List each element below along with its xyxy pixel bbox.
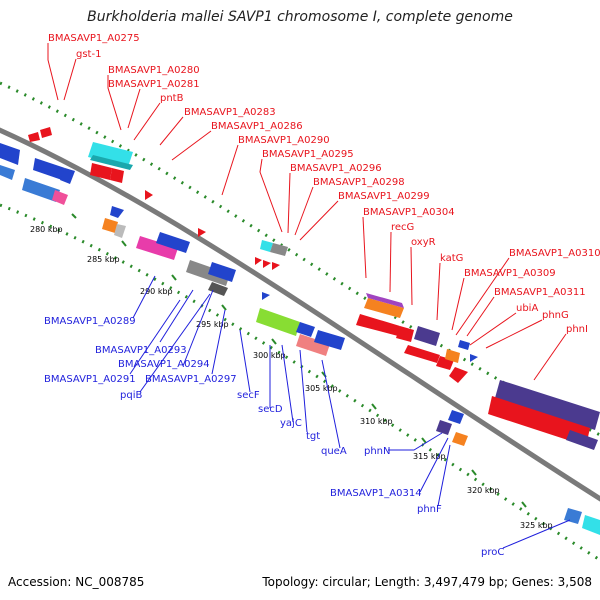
tick-marks (71, 213, 527, 508)
gene-label: BMASAVP1_A0283 (184, 107, 276, 118)
gene-label: pqiB (120, 390, 142, 401)
gene-label: secF (237, 390, 260, 401)
tick-label: 285 kbp (87, 255, 120, 264)
tick-label: 280 kbp (30, 225, 63, 234)
gene-label: pntB (160, 93, 184, 104)
gene-label: phnN (364, 446, 391, 457)
gene-label: tgt (306, 431, 320, 442)
tick-label: 315 kbp (413, 452, 446, 461)
tick-label: 300 kbp (253, 351, 286, 360)
summary-text: Topology: circular; Length: 3,497,479 bp… (262, 575, 592, 589)
gene-label: BMASAVP1_A0280 (108, 65, 200, 76)
tick-label: 305 kbp (305, 384, 338, 393)
gene-label: phnF (417, 504, 442, 515)
tick-label: 320 kbp (467, 486, 500, 495)
gene-label: BMASAVP1_A0286 (211, 121, 303, 132)
forward-leaders (47, 43, 567, 381)
gene-label: BMASAVP1_A0291 (44, 374, 136, 385)
gene-label: BMASAVP1_A0299 (338, 191, 430, 202)
accession-text: Accession: NC_008785 (8, 575, 145, 589)
gene-label: BMASAVP1_A0289 (44, 316, 136, 327)
genome-backbone (0, 127, 600, 502)
gene-label: BMASAVP1_A0310 (509, 248, 600, 259)
tick-labels: 280 kbp 285 kbp 290 kbp 295 kbp 300 kbp … (30, 225, 553, 530)
tick-label: 325 kbp (520, 521, 553, 530)
reverse-genes (0, 143, 600, 535)
gene-label: queA (321, 446, 347, 457)
gene-label: BMASAVP1_A0293 (95, 345, 187, 356)
gene-label: gst-1 (76, 49, 101, 60)
gene-label: recG (391, 222, 414, 233)
gene-label: BMASAVP1_A0294 (118, 359, 210, 370)
forward-gene-labels: BMASAVP1_A0275 gst-1 BMASAVP1_A0280 BMAS… (48, 33, 600, 335)
gene-label: yajC (280, 418, 302, 429)
gene-label: BMASAVP1_A0297 (145, 374, 237, 385)
gene-label: phnI (566, 324, 588, 335)
gene-label: BMASAVP1_A0314 (330, 488, 422, 499)
gene-label: oxyR (411, 237, 436, 248)
map-title: Burkholderia mallei SAVP1 chromosome I, … (87, 9, 513, 25)
gene-label: BMASAVP1_A0295 (262, 149, 354, 160)
reverse-gene-labels: BMASAVP1_A0289 BMASAVP1_A0293 BMASAVP1_A… (44, 316, 504, 558)
forward-track-guide (0, 81, 600, 437)
reverse-leaders (129, 275, 571, 549)
gene-label: secD (258, 404, 283, 415)
tick-label: 290 kbp (140, 287, 173, 296)
gene-label: BMASAVP1_A0290 (238, 135, 330, 146)
gene-label: BMASAVP1_A0275 (48, 33, 140, 44)
gene-label: proC (481, 547, 504, 558)
gene-label: BMASAVP1_A0298 (313, 177, 405, 188)
tick-label: 310 kbp (360, 417, 393, 426)
gene-label: katG (440, 253, 463, 264)
gene-label: BMASAVP1_A0281 (108, 79, 200, 90)
gene-label: ubiA (516, 303, 538, 314)
gene-label: BMASAVP1_A0309 (464, 268, 556, 279)
forward-genes (28, 127, 600, 450)
gene-label: BMASAVP1_A0296 (290, 163, 382, 174)
tick-label: 295 kbp (196, 320, 229, 329)
gene-label: BMASAVP1_A0311 (494, 287, 586, 298)
gene-label: phnG (542, 310, 569, 321)
gene-label: BMASAVP1_A0304 (363, 207, 455, 218)
